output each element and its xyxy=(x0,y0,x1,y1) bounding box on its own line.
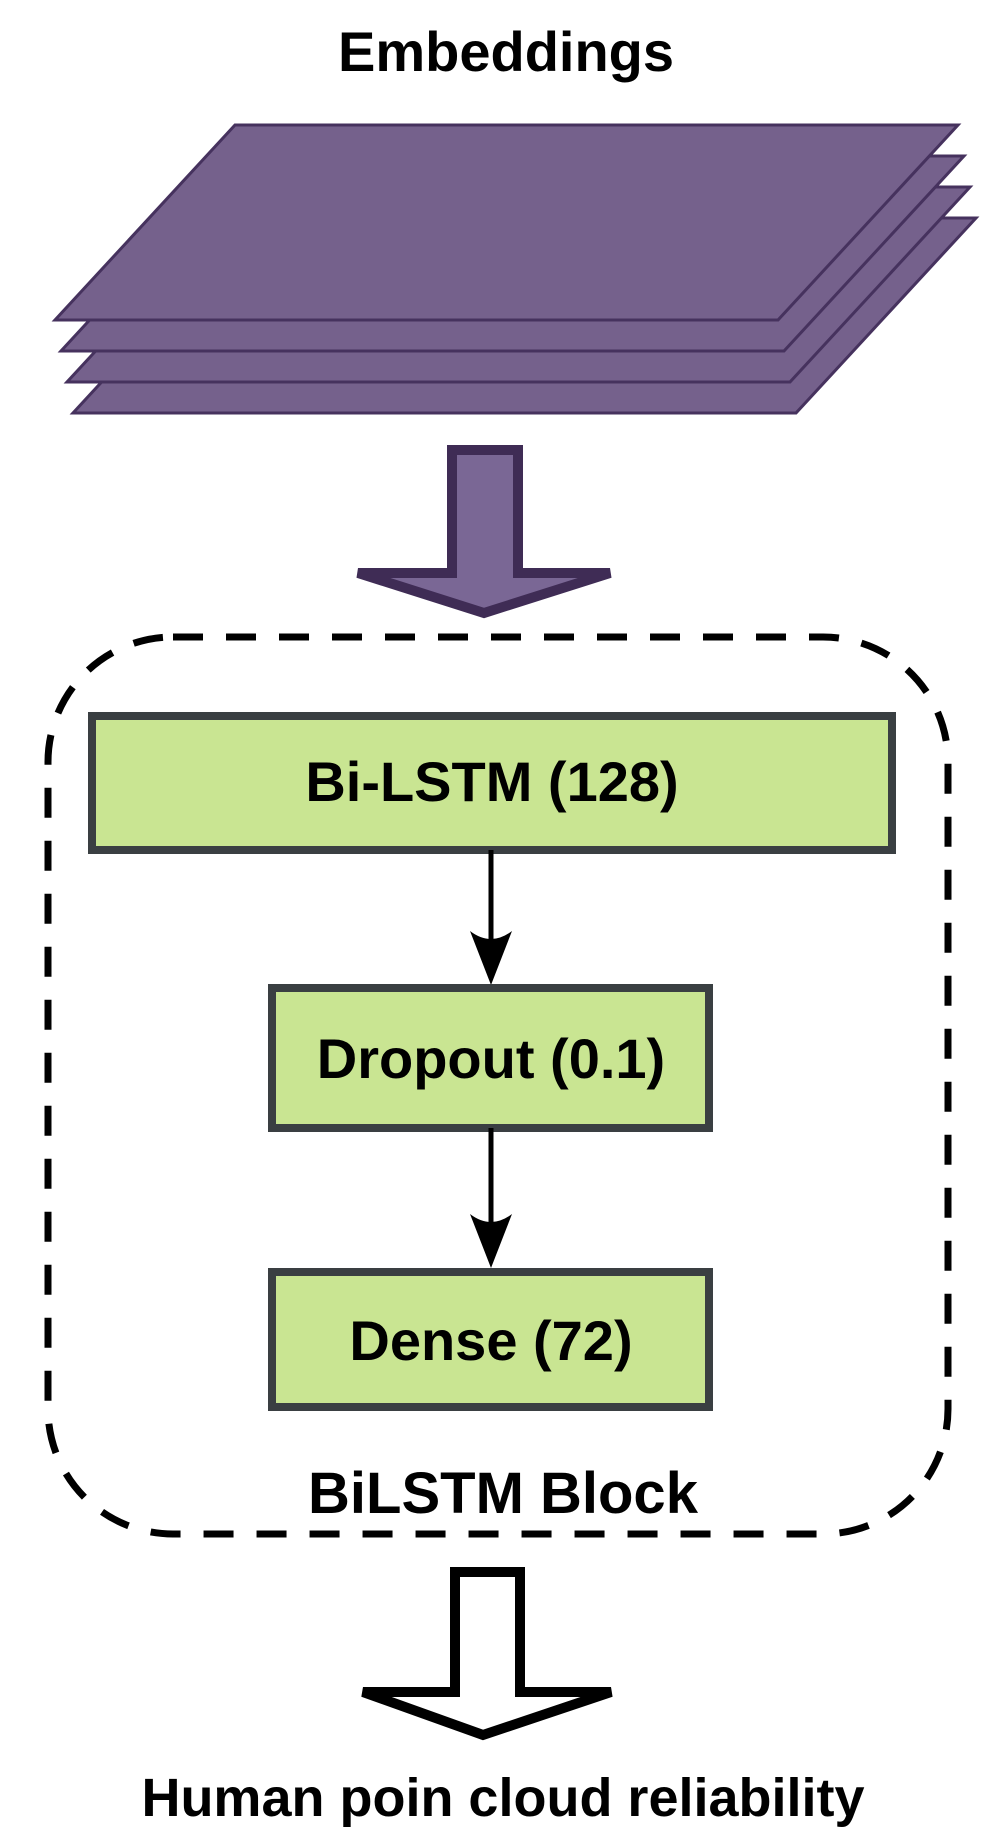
output-down-arrow-icon xyxy=(361,1567,613,1741)
dense-layer-label: Dense (72) xyxy=(349,1309,632,1372)
flow-arrow-2-head xyxy=(470,1214,512,1268)
bilstm-layer-label: Bi-LSTM (128) xyxy=(305,750,678,813)
flow-arrow-2-icon xyxy=(470,1128,512,1268)
diagram-title: Embeddings xyxy=(338,20,674,83)
output-label: Human poin cloud reliability xyxy=(141,1768,864,1828)
dense-layer-box xyxy=(268,1268,713,1411)
dropout-layer-label: Dropout (0.1) xyxy=(317,1027,665,1090)
flow-arrow-1-icon xyxy=(470,850,512,985)
bilstm-layer-box xyxy=(88,712,896,854)
embedding-sheet-1 xyxy=(51,123,962,322)
purple-down-arrow-icon xyxy=(356,445,612,619)
bilstm-block-container xyxy=(44,633,952,1538)
bilstm-block-label: BiLSTM Block xyxy=(308,1461,699,1526)
flow-arrow-1-head xyxy=(470,931,512,985)
embeddings-stack-icon xyxy=(51,123,980,415)
